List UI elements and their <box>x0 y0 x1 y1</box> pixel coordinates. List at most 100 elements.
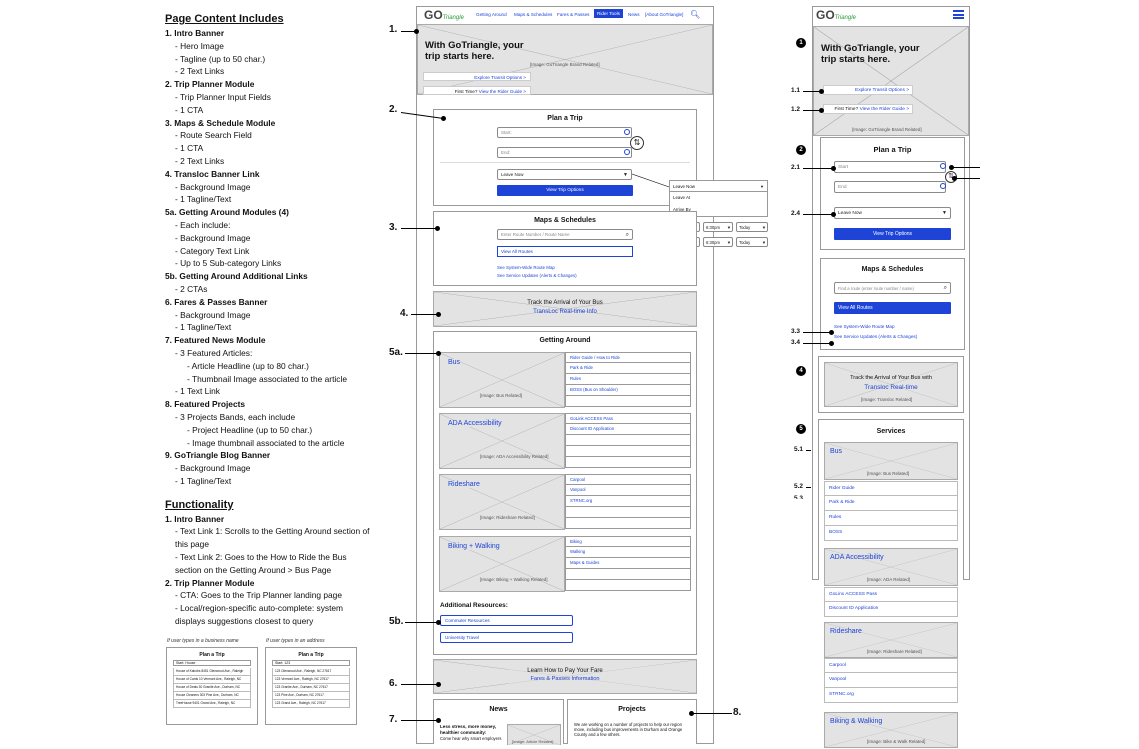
mobile-leave-now-select[interactable]: Leave Now ▼ <box>834 207 951 219</box>
start-input[interactable]: Start: <box>497 127 632 138</box>
mobile-explore-link[interactable]: Explore Transit Options > <box>823 85 913 95</box>
mobile-view-all-routes-button[interactable]: View All Routes <box>834 302 951 314</box>
dropdown-option[interactable]: Arrive By <box>673 207 691 212</box>
category-link[interactable]: Bus <box>448 359 461 366</box>
subcategory-link[interactable]: GoLink ACCESS Pass <box>565 413 691 424</box>
nav-news[interactable]: News <box>628 12 640 17</box>
spec-section-title: 2. Trip Planner Module <box>165 577 255 588</box>
spec-section-title: 2. Trip Planner Module <box>165 79 255 90</box>
category-link[interactable]: Biking + Walking <box>448 543 500 550</box>
mobile-service-card[interactable]: Bus[Image: Bus Related] <box>824 442 958 480</box>
rider-guide-link[interactable]: View the Rider Guide > <box>478 89 526 94</box>
date-select[interactable]: Today▼ <box>736 222 768 232</box>
divider <box>440 162 690 163</box>
mobile-service-updates-link[interactable]: See Service Updates (Alerts & Changes) <box>834 334 918 339</box>
logo[interactable]: GOTriangle <box>424 8 464 22</box>
transloc-link[interactable]: TransLoc Real-time Info <box>533 309 597 315</box>
mobile-service-link[interactable]: STRNC.org <box>824 688 958 703</box>
locate-icon[interactable] <box>624 129 630 135</box>
subcategory-link[interactable]: BOSS (Bus on Shoulder) <box>565 385 691 396</box>
mobile-start-input[interactable]: Start <box>834 161 946 173</box>
subcategory-link[interactable]: Vanpool <box>565 485 691 496</box>
subcategory-link[interactable]: Rider Guide / How to Ride <box>565 352 691 363</box>
spec-section-title: 6. Fares & Passes Banner <box>165 296 268 307</box>
transloc-banner[interactable]: Track the Arrival of Your Bus TransLoc R… <box>433 291 697 327</box>
time-select[interactable]: 6:30pm▼ <box>703 237 733 247</box>
nav-getting-around[interactable]: Getting Around <box>476 12 507 17</box>
system-route-map-link[interactable]: See System-Wide Route Map <box>497 265 555 270</box>
service-updates-link[interactable]: See Service Updates (Alerts & Changes) <box>497 273 577 278</box>
explore-transit-link[interactable]: Explore Transit Options > <box>423 72 531 81</box>
fares-passes-banner[interactable]: Learn How to Pay Your Fare Fares & Passe… <box>433 659 697 694</box>
mobile-service-link[interactable]: Carpool <box>824 658 958 673</box>
mobile-route-search[interactable]: Find a route (enter route number / name)… <box>834 282 951 294</box>
subcategory-link[interactable]: Carpool <box>565 474 691 485</box>
mobile-service-link[interactable]: Rules <box>824 511 958 526</box>
subcategory-link[interactable]: Maps & Guides <box>565 558 691 569</box>
date-select[interactable]: Today▼ <box>736 237 768 247</box>
getting-around-card[interactable]: Bus[Image: Bus Related] <box>439 352 565 408</box>
subcategory-link[interactable]: Rules <box>565 374 691 385</box>
end-input[interactable]: End: <box>497 147 632 158</box>
search-icon[interactable]: ⌕ <box>943 285 947 291</box>
leave-now-select[interactable]: Leave Now ▼ <box>497 169 632 180</box>
mobile-service-link[interactable]: Park & Ride <box>824 496 958 511</box>
nav-rider-tools[interactable]: Rider Tools <box>594 9 623 18</box>
dropdown-option[interactable]: Leave At <box>673 195 691 200</box>
nav-about[interactable]: [About GoTriangle] <box>645 12 684 17</box>
search-icon[interactable]: 🔍︎ <box>690 10 701 19</box>
mobile-service-name[interactable]: Bus <box>830 448 843 455</box>
mobile-logo[interactable]: GOTriangle <box>816 8 856 22</box>
dropdown-option[interactable]: Leave Now▼ <box>670 181 767 192</box>
subcategory-link[interactable]: Biking <box>565 536 691 547</box>
mobile-end-input[interactable]: End <box>834 181 946 193</box>
locate-icon[interactable] <box>940 163 946 169</box>
rider-guide-link[interactable]: View the Rider Guide > <box>859 107 909 112</box>
mockup-caption: If user types in a business name <box>167 638 239 644</box>
mobile-service-card[interactable]: Rideshare[Image: Rideshare Related] <box>824 622 958 658</box>
mobile-service-card[interactable]: Biking & Walking[Image: Bike & Walk Rela… <box>824 712 958 748</box>
commuter-resources-button[interactable]: Commuter Resources <box>440 615 573 626</box>
mobile-service-link[interactable]: Rider Guide <box>824 481 958 496</box>
view-all-routes-button[interactable]: View All Routes <box>497 246 633 257</box>
getting-around-card[interactable]: Biking + Walking[Image: Biking + Walking… <box>439 536 565 592</box>
getting-around-card[interactable]: Rideshare[Image: Rideshare Related] <box>439 474 565 530</box>
mobile-service-link[interactable]: Vanpool <box>824 673 958 688</box>
fares-link[interactable]: Fares & Passes Information <box>530 676 600 682</box>
swap-icon[interactable]: ⇅ <box>630 136 644 150</box>
subcategory-link[interactable]: Park & Ride <box>565 363 691 374</box>
nav-fares-passes[interactable]: Fares & Passes <box>557 12 590 17</box>
subcategory-link[interactable]: STRNC.org <box>565 496 691 507</box>
subcategory-link[interactable]: Walking <box>565 547 691 558</box>
mobile-service-link[interactable]: Discount ID Application <box>824 602 958 617</box>
hamburger-menu-icon[interactable] <box>953 10 964 19</box>
mobile-service-card[interactable]: ADA Accessibility[Image: ADA Related] <box>824 548 958 586</box>
mobile-view-trip-options-button[interactable]: View Trip Options <box>834 228 951 240</box>
locate-icon[interactable] <box>940 183 946 189</box>
mobile-service-name[interactable]: Rideshare <box>830 628 862 635</box>
annotation-4: 4. <box>400 308 409 319</box>
mobile-transloc-banner[interactable]: Track the Arrival of Your Bus with Trans… <box>824 362 958 407</box>
category-link[interactable]: ADA Accessibility <box>448 420 502 427</box>
annotation-7: 7. <box>389 714 398 725</box>
mobile-service-link[interactable]: BOSS <box>824 526 958 541</box>
leave-options-dropdown[interactable]: Leave Now▼ Leave At Arrive By <box>669 180 768 217</box>
getting-around-card[interactable]: ADA Accessibility[Image: ADA Accessibili… <box>439 413 565 469</box>
news-headline[interactable]: Less stress, more money, healthier commu… <box>440 724 497 735</box>
category-link[interactable]: Rideshare <box>448 481 480 488</box>
callout-5-3: 5.3 <box>794 495 804 499</box>
nav-maps-schedules[interactable]: Maps & Schedules <box>514 12 553 17</box>
locate-icon[interactable] <box>624 149 630 155</box>
mobile-transloc-link[interactable]: Transloc Real-time <box>864 384 918 391</box>
mobile-service-name[interactable]: ADA Accessibility <box>830 554 884 561</box>
route-search-input[interactable]: Enter Route Number / Route Name ⌕ <box>497 229 633 240</box>
subcategory-link <box>565 507 691 518</box>
view-trip-options-button[interactable]: View Trip Options <box>497 185 633 196</box>
subcategory-link[interactable]: Discount ID Application <box>565 424 691 435</box>
mobile-service-name[interactable]: Biking & Walking <box>830 718 883 725</box>
mobile-system-map-link[interactable]: See System-Wide Route Map <box>834 324 895 329</box>
university-travel-button[interactable]: University Travel <box>440 632 573 643</box>
search-icon[interactable]: ⌕ <box>625 232 629 238</box>
mobile-service-link[interactable]: GoLinx ACCESS Pass <box>824 587 958 602</box>
time-select[interactable]: 6:30pm▼ <box>703 222 733 232</box>
